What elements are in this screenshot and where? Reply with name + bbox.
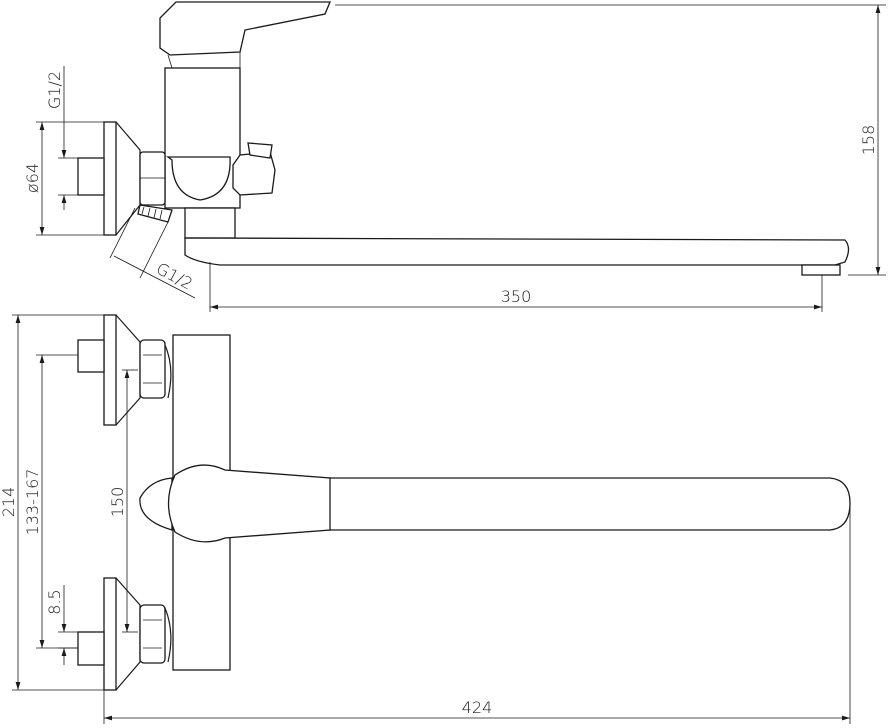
- handle-lever: [159, 1, 331, 56]
- hex-nut-upper: [139, 339, 166, 399]
- dim-overall-length: 424: [462, 698, 493, 717]
- inlet-stub: [77, 157, 105, 196]
- top-view: [77, 314, 851, 691]
- hex-nut: [139, 151, 166, 206]
- dim-thread-side: G1/2: [153, 259, 196, 294]
- dim-inlet-spacing-range: 133-167: [23, 469, 42, 536]
- spout: [184, 237, 850, 266]
- dim-inlet-spacing: 150: [108, 487, 127, 518]
- wall-flange-lower: [103, 577, 117, 691]
- aerator: [801, 264, 841, 276]
- dim-offset: 8.5: [45, 589, 64, 614]
- dim-spout-reach: 350: [501, 287, 532, 306]
- top-dimensions: 214 133-167 150 8.5 424: [0, 314, 851, 724]
- hex-nut-lower: [139, 604, 166, 664]
- handle-lever-top: [139, 477, 173, 531]
- dim-thread-top: G1/2: [45, 71, 64, 109]
- diverter-cup: [166, 156, 231, 201]
- wall-flange-upper: [103, 314, 117, 426]
- dim-height: 158: [859, 125, 878, 156]
- side-view: [77, 1, 850, 276]
- dim-overall-height: 214: [0, 487, 18, 518]
- wall-flange: [103, 121, 117, 236]
- dim-flange-diameter: ø64: [23, 163, 42, 193]
